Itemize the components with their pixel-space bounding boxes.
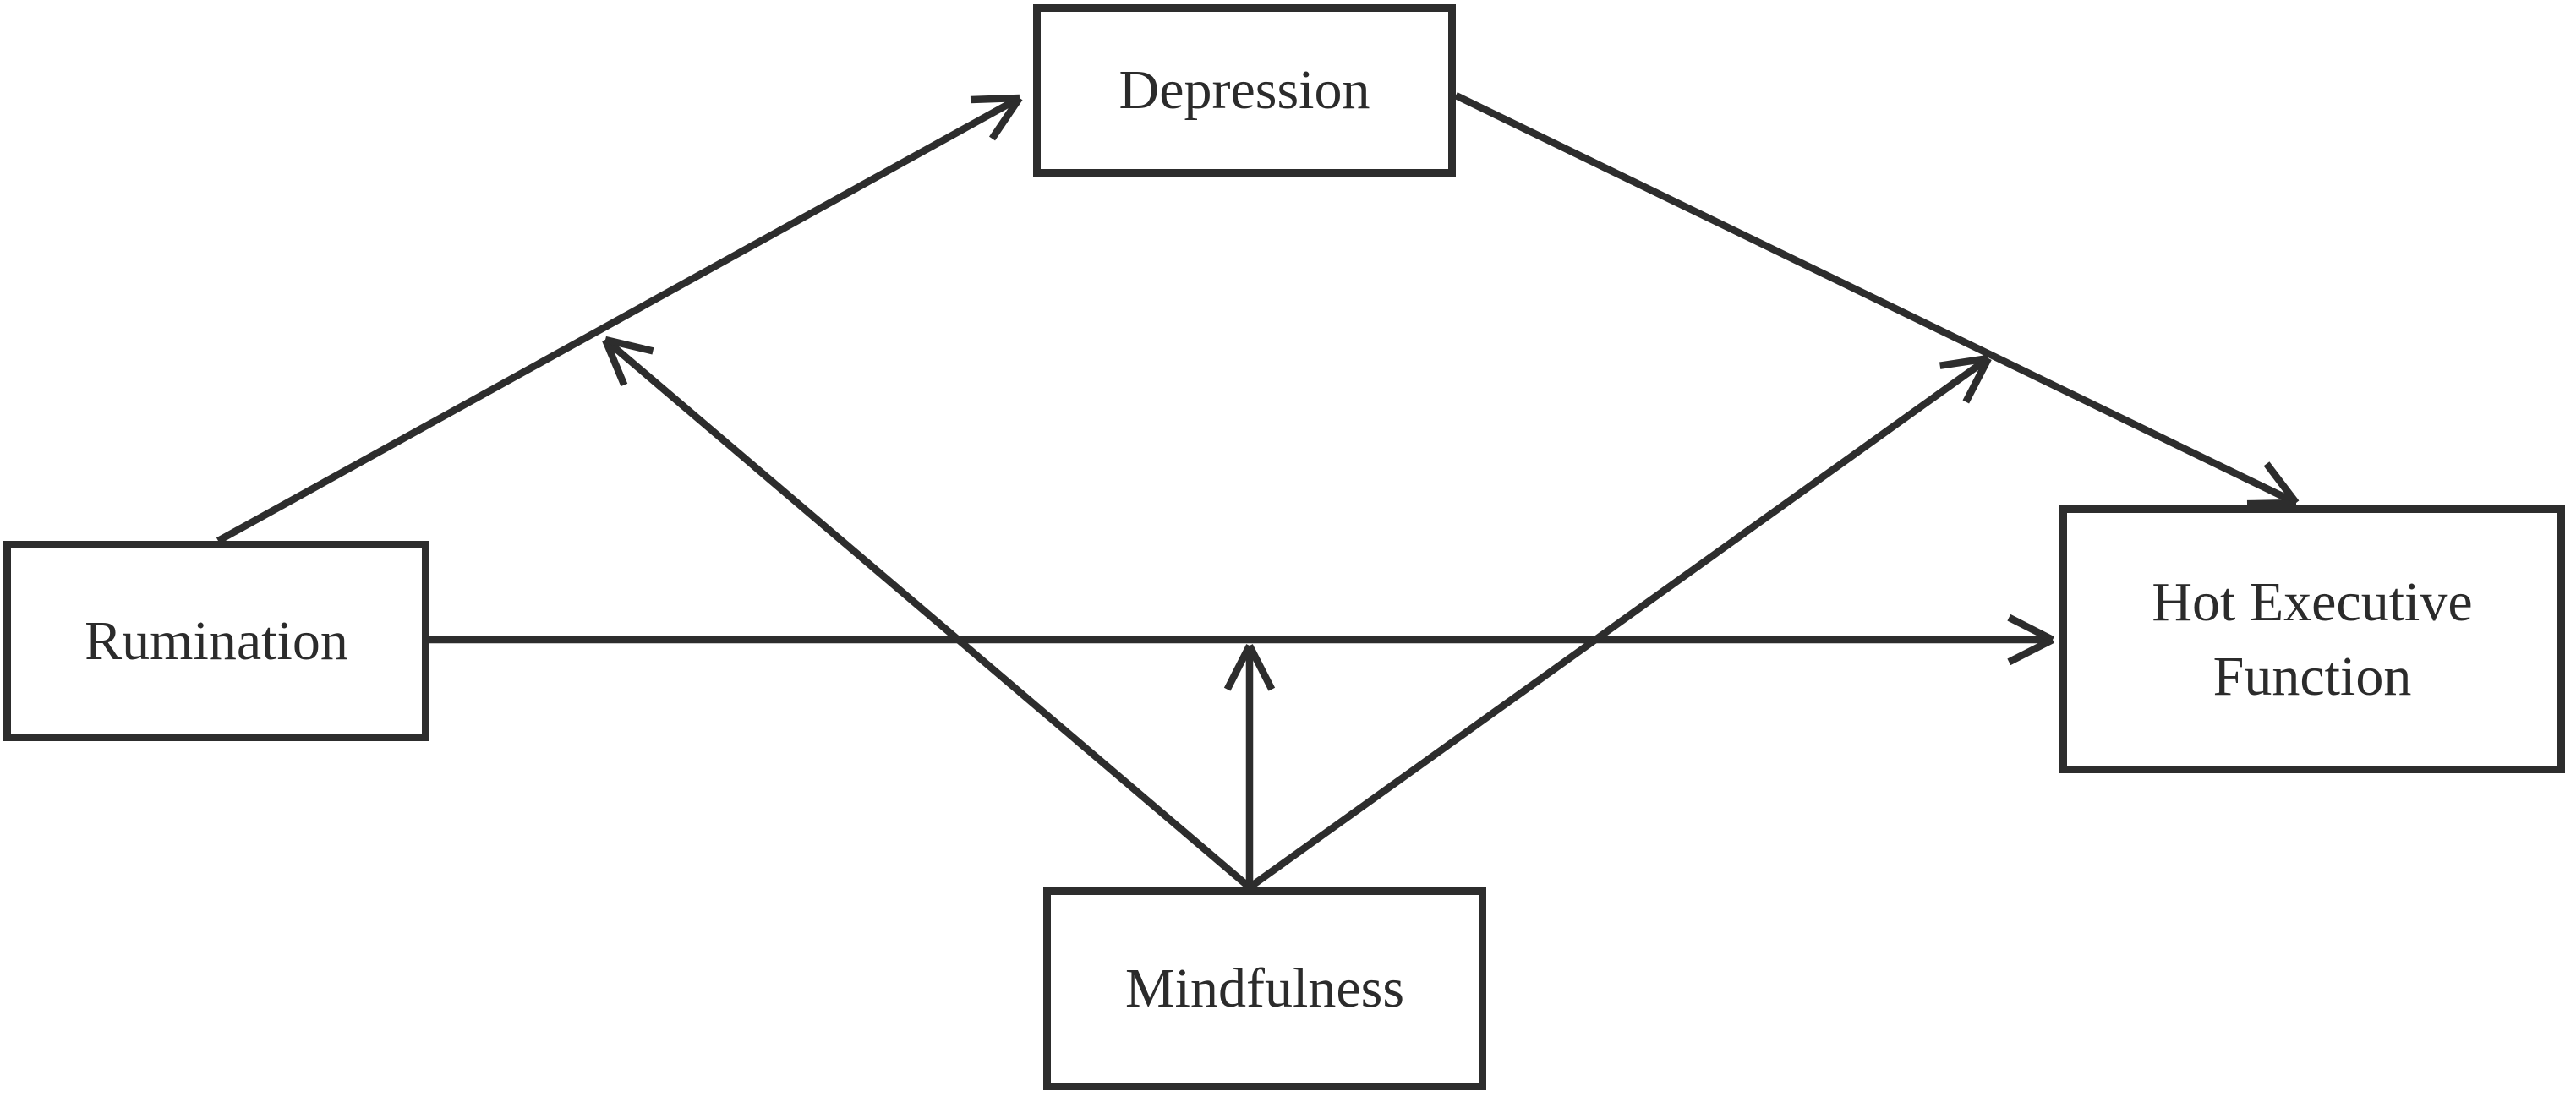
arrow-mindfulness-to-rumination-hef-path <box>1223 644 1276 887</box>
node-hot-executive-function: Hot Executive Function <box>2059 505 2565 773</box>
node-mindfulness: Mindfulness <box>1043 887 1486 1090</box>
arrow-rumination-to-hot-executive-function <box>429 614 2054 666</box>
arrow-depression-to-hot-executive-function <box>1454 92 2300 508</box>
node-depression: Depression <box>1033 4 1456 177</box>
arrow-mindfulness-to-rumination-depression-path <box>602 336 1252 891</box>
node-rumination: Rumination <box>3 541 429 741</box>
node-rumination-label: Rumination <box>85 609 348 672</box>
arrow-rumination-to-depression <box>216 94 1023 544</box>
node-hot-executive-function-label: Hot Executive Function <box>2152 571 2473 707</box>
arrow-mindfulness-to-depression-hef-path <box>1247 354 1992 891</box>
node-depression-label: Depression <box>1118 59 1370 122</box>
node-mindfulness-label: Mindfulness <box>1125 957 1404 1020</box>
